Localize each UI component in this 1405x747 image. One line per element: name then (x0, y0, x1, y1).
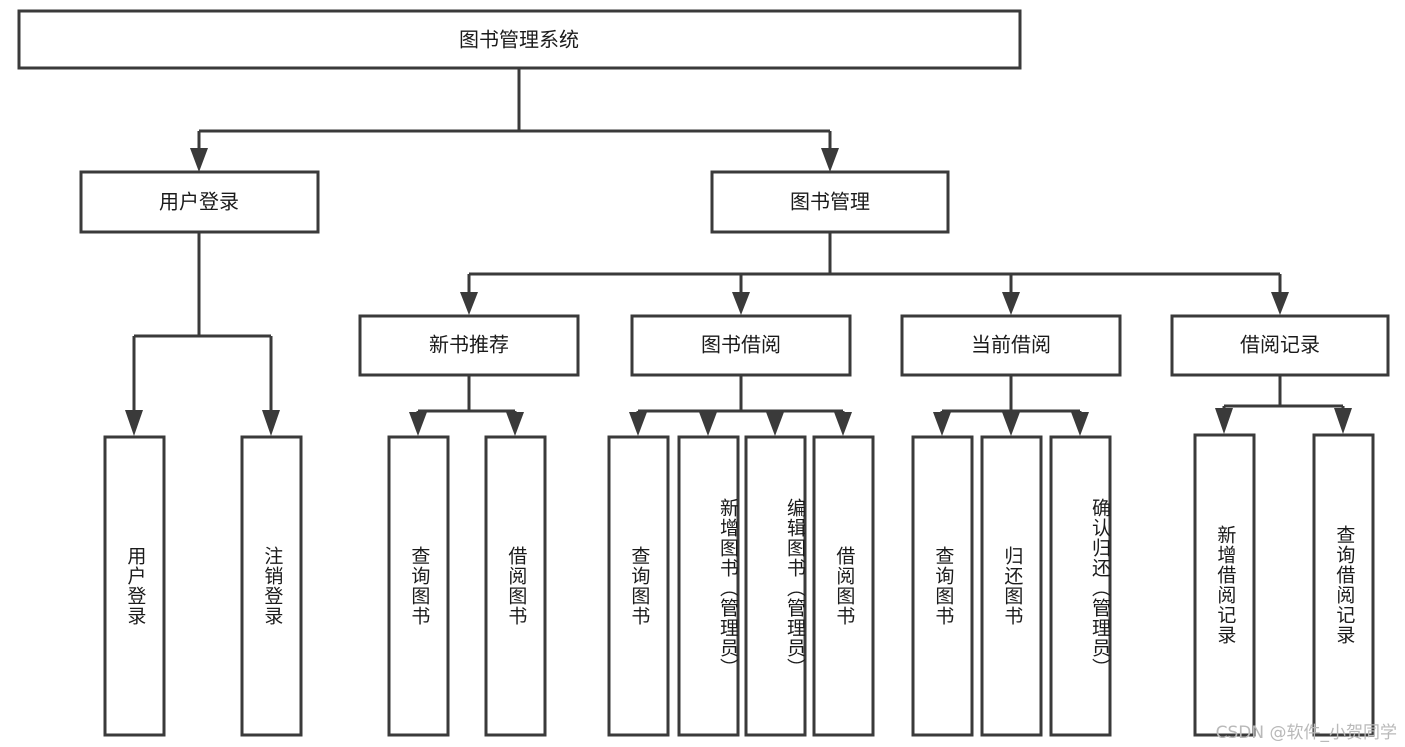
leaf-box-borrow-book-2[interactable] (812, 435, 875, 737)
leaf-box-edit-book-admin[interactable] (744, 435, 807, 737)
csdn-watermark: CSDN @软件_小贺同学 (1215, 723, 1397, 743)
leaf-box-query-borrow-record[interactable] (1312, 433, 1375, 737)
node-borrow-record-label: 借阅记录 (1240, 333, 1320, 357)
leaf-label-user-login: 用户登录 (124, 546, 147, 626)
leaf-label-add-borrow-record: 新增借阅记录 (1214, 525, 1237, 645)
leaf-box-confirm-return-admin[interactable] (1049, 435, 1112, 737)
connector-book-borrow-to-leaves (629, 375, 852, 436)
connector-new-books-to-leaves (409, 375, 524, 436)
leaf-box-query-book-1[interactable] (387, 435, 450, 737)
leaf-box-logout[interactable] (240, 435, 303, 737)
connector-borrow-record-to-leaves (1215, 375, 1352, 434)
leaf-box-add-book-admin[interactable] (677, 435, 740, 737)
leaf-box-borrow-book-1[interactable] (484, 435, 547, 737)
leaf-label-add-book-admin: 新增图书（管理员） (717, 498, 738, 678)
leaf-box-add-borrow-record[interactable] (1193, 433, 1256, 737)
leaf-box-return-book[interactable] (980, 435, 1043, 737)
leaf-box-query-book-2[interactable] (607, 435, 670, 737)
connector-user-login-to-leaves (125, 232, 280, 436)
leaf-label-borrow-book-2: 借阅图书 (833, 546, 856, 626)
leaf-label-query-borrow-record: 查询借阅记录 (1333, 525, 1356, 645)
leaf-label-borrow-book-1: 借阅图书 (505, 546, 528, 626)
node-book-management-box[interactable] (710, 170, 950, 234)
node-book-management-label: 图书管理 (790, 190, 870, 214)
node-user-login-box[interactable] (79, 170, 320, 234)
node-new-book-recommend-label: 新书推荐 (429, 333, 509, 357)
leaf-label-edit-book-admin: 编辑图书（管理员） (784, 498, 805, 678)
leaf-label-logout: 注销登录 (261, 546, 284, 626)
node-user-login-label: 用户登录 (159, 190, 239, 214)
leaf-label-confirm-return-admin: 确认归还（管理员） (1089, 498, 1110, 678)
node-root-box[interactable] (17, 9, 1022, 70)
leaf-label-query-book-3: 查询图书 (932, 546, 955, 626)
node-book-borrow-label: 图书借阅 (701, 333, 781, 357)
leaf-label-query-book-1: 查询图书 (408, 546, 431, 626)
node-book-borrow-box[interactable] (630, 314, 852, 377)
node-current-borrow-box[interactable] (900, 314, 1122, 377)
leaf-label-query-book-2: 查询图书 (628, 546, 651, 626)
leaf-label-return-book: 归还图书 (1001, 546, 1024, 626)
leaf-box-query-book-3[interactable] (911, 435, 974, 737)
connector-root-to-level2 (190, 68, 839, 172)
connector-current-borrow-to-leaves (933, 375, 1089, 436)
connector-book-mgmt-to-level3 (460, 232, 1289, 315)
leaf-box-user-login[interactable] (103, 435, 166, 737)
node-borrow-record-box[interactable] (1170, 314, 1390, 377)
node-root-label: 图书管理系统 (459, 28, 579, 52)
node-new-book-recommend-box[interactable] (358, 314, 580, 377)
node-current-borrow-label: 当前借阅 (971, 333, 1051, 357)
